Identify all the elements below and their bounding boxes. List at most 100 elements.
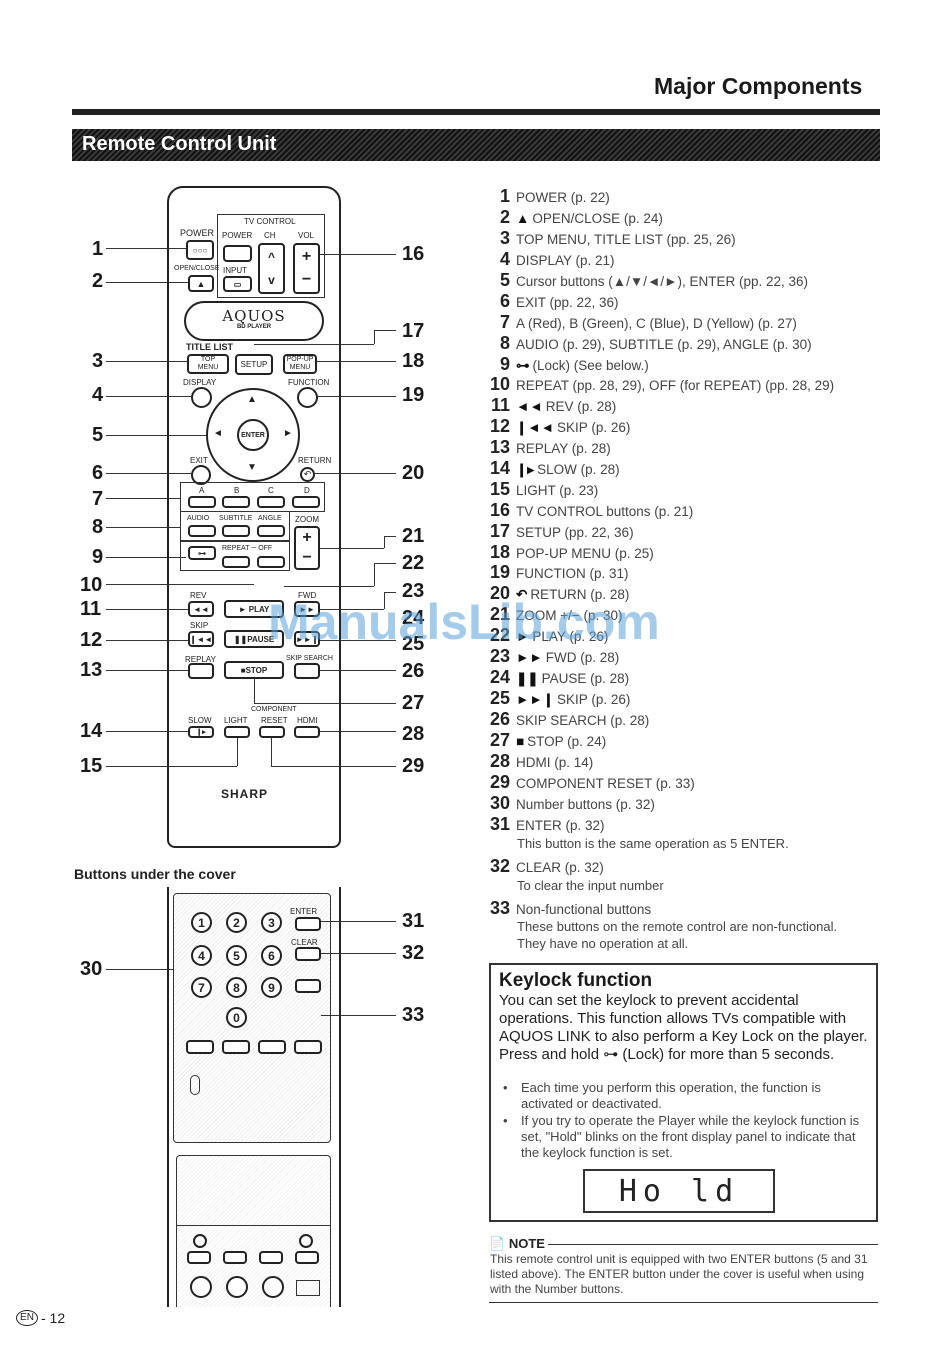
d-button[interactable] <box>292 496 320 508</box>
item-note-32: To clear the input number <box>517 878 664 893</box>
fwd-button[interactable]: ►► <box>294 601 320 617</box>
angle-button[interactable] <box>257 525 285 537</box>
callout-2: 2 <box>92 270 104 292</box>
cursor-right-icon[interactable]: ► <box>283 428 293 439</box>
lower-round-button[interactable] <box>226 1276 248 1298</box>
audio-box <box>180 511 290 541</box>
item-text: SLOW (p. 28) <box>537 462 620 477</box>
leader-line-6 <box>106 473 191 474</box>
enter-button[interactable]: ENTER <box>237 419 269 451</box>
lower-button[interactable] <box>187 1251 211 1264</box>
nonfunctional-button[interactable] <box>295 979 321 993</box>
return-icon[interactable]: ↶ <box>300 467 315 482</box>
lower-round-button[interactable] <box>262 1276 284 1298</box>
reset-button[interactable] <box>259 726 285 738</box>
input-button[interactable]: ▭ <box>223 276 252 292</box>
skip-back-button[interactable]: ❙◄◄ <box>188 631 214 647</box>
nonfunctional-button[interactable] <box>294 1040 322 1054</box>
stop-button[interactable]: ■STOP <box>224 661 284 679</box>
cover-panel <box>173 893 331 1143</box>
nonfunctional-button[interactable] <box>186 1040 214 1054</box>
clear-cover-button[interactable] <box>295 947 321 961</box>
light-button[interactable] <box>224 726 250 738</box>
tv-power-button[interactable] <box>223 245 252 262</box>
power-button[interactable]: ○○○ <box>186 240 214 260</box>
replay-button[interactable] <box>188 663 214 679</box>
vol-button[interactable]: +− <box>293 243 320 294</box>
skip-search-button[interactable] <box>294 663 320 679</box>
watermark: ManualsLib.com <box>268 594 660 650</box>
number-6-button[interactable]: 6 <box>261 945 282 966</box>
cursor-left-icon[interactable]: ◄ <box>213 428 223 439</box>
b-button[interactable] <box>222 496 250 508</box>
nonfunctional-button[interactable] <box>258 1040 286 1054</box>
top-menu-button[interactable]: TOP MENU <box>187 354 229 374</box>
number-1-button[interactable]: 1 <box>191 912 212 933</box>
setup-button[interactable]: SETUP <box>235 354 273 375</box>
number-5-button[interactable]: 5 <box>226 945 247 966</box>
ch-button[interactable]: ^v <box>258 243 285 294</box>
number-0-button[interactable]: 0 <box>226 1007 247 1028</box>
lower-circle-button[interactable] <box>299 1234 313 1248</box>
item-text: LIGHT (p. 23) <box>516 483 599 498</box>
callout-19: 19 <box>402 384 425 406</box>
enter-cover-button[interactable] <box>295 917 321 931</box>
subtitle-button[interactable] <box>222 525 250 537</box>
skip-fwd-button[interactable]: ►►❙ <box>294 631 320 647</box>
number-3-button[interactable]: 3 <box>261 912 282 933</box>
item-symbol-icon: ■ <box>516 734 525 749</box>
pause-button[interactable]: ❚❚PAUSE <box>224 630 284 648</box>
hdmi-button[interactable] <box>294 726 320 738</box>
repeat-button[interactable] <box>222 556 250 568</box>
leader-line-18 <box>317 361 396 362</box>
number-7-button[interactable]: 7 <box>191 977 212 998</box>
cursor-down-icon[interactable]: ▼ <box>247 462 257 473</box>
cover-remote <box>167 887 341 1307</box>
lock-button[interactable]: ⊶ <box>188 546 216 560</box>
function-button[interactable] <box>297 387 318 408</box>
c-button[interactable] <box>257 496 285 508</box>
lower-button[interactable] <box>259 1251 283 1264</box>
exit-button[interactable] <box>191 465 211 485</box>
zoom-button[interactable]: +− <box>294 526 320 570</box>
component-item-11: 11◄◄REV (p. 28) <box>488 395 616 416</box>
item-note-33b: They have no operation at all. <box>517 936 689 951</box>
display-label: DISPLAY <box>183 378 217 387</box>
callout-22: 22 <box>402 552 425 574</box>
popup-menu-button[interactable]: POP-UP MENU <box>283 354 317 374</box>
lower-rect-button[interactable] <box>296 1280 320 1296</box>
number-4-button[interactable]: 4 <box>191 945 212 966</box>
callout-5: 5 <box>92 424 104 446</box>
tv-control-label: TV CONTROL <box>242 217 298 226</box>
a-button[interactable] <box>188 496 216 508</box>
number-9-button[interactable]: 9 <box>261 977 282 998</box>
item-symbol-icon: ◄◄ <box>516 399 543 414</box>
display-button[interactable] <box>191 387 212 408</box>
lower-button[interactable] <box>295 1251 319 1264</box>
callout-26: 26 <box>402 660 425 682</box>
nonfunctional-button[interactable] <box>222 1040 250 1054</box>
bd-player-label: BD PLAYER <box>236 324 272 330</box>
number-2-button[interactable]: 2 <box>226 912 247 933</box>
reset-label: RESET <box>261 716 288 725</box>
component-item-9: 9⊶(Lock) (See below.) <box>488 354 649 375</box>
item-symbol-icon: ❚❚ <box>516 671 539 686</box>
slow-button[interactable]: ❙▸ <box>188 726 214 738</box>
play-button[interactable]: ► PLAY <box>224 600 284 618</box>
open-close-button[interactable]: ▲ <box>188 275 214 292</box>
item-number: 1 <box>499 186 510 206</box>
lower-circle-button[interactable] <box>193 1234 207 1248</box>
lower-button[interactable] <box>223 1251 247 1264</box>
rev-button[interactable]: ◄◄ <box>188 601 214 617</box>
off-button[interactable] <box>257 556 285 568</box>
number-8-button[interactable]: 8 <box>226 977 247 998</box>
cursor-up-icon[interactable]: ▲ <box>247 394 257 405</box>
item-number: 16 <box>489 500 510 520</box>
item-text: SKIP (p. 26) <box>557 692 631 707</box>
lower-round-button[interactable] <box>190 1276 212 1298</box>
audio-button[interactable] <box>188 525 216 537</box>
